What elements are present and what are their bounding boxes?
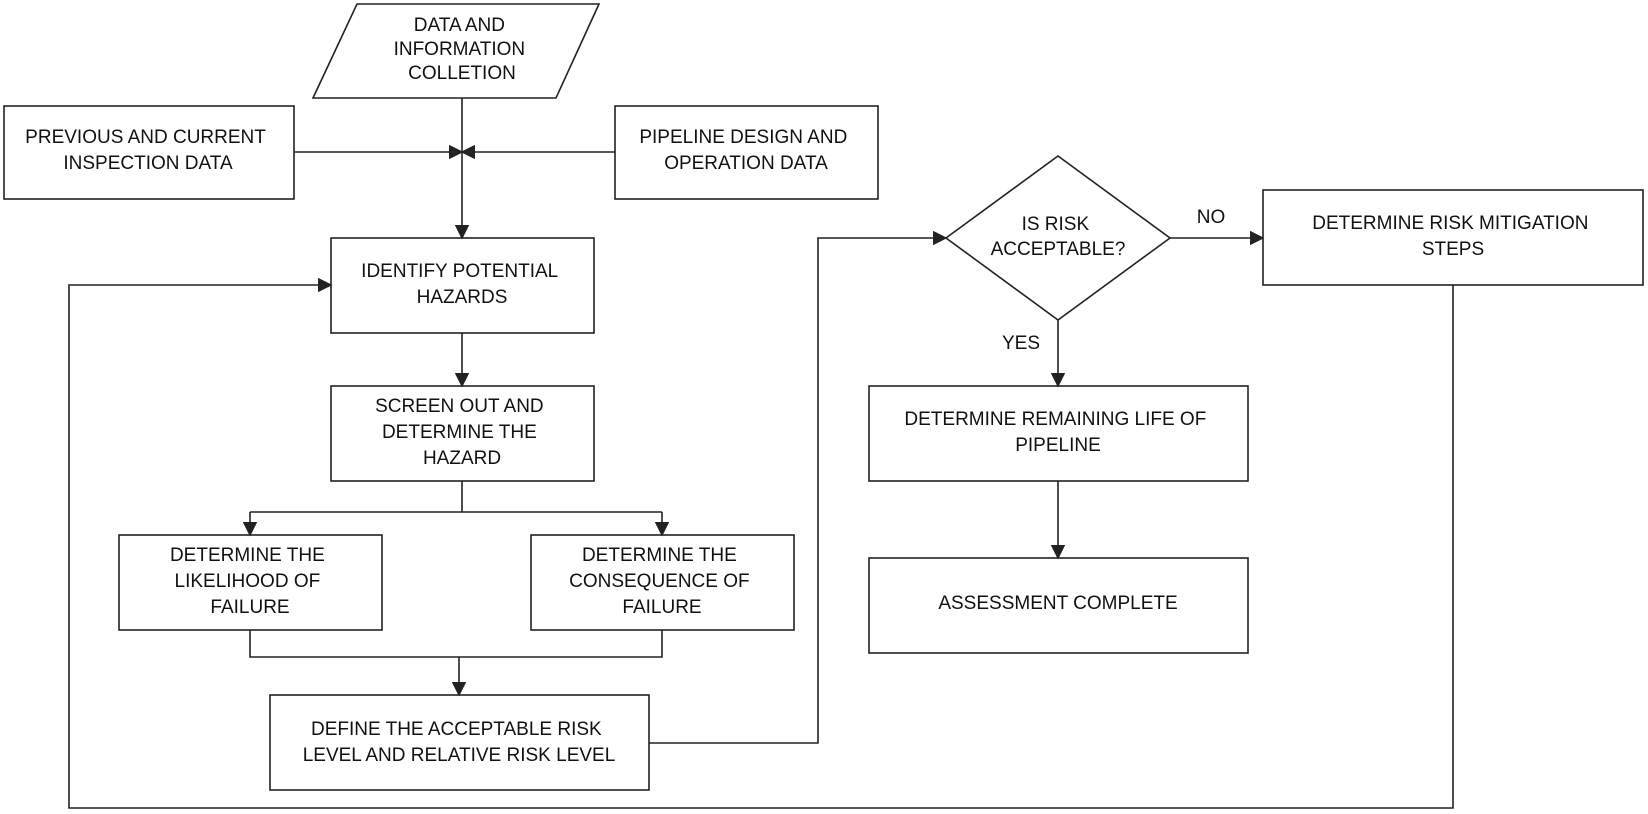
identify-hazards-node: IDENTIFY POTENTIAL HAZARDS xyxy=(330,237,595,334)
edge-label-yes: YES xyxy=(1002,333,1040,354)
edge-label-no: NO xyxy=(1197,207,1226,228)
data-collection-text: DATA AND INFORMATION COLLETION xyxy=(394,15,531,84)
inspection-data-text: PREVIOUS AND CURRENT INSPECTION DATA xyxy=(25,127,271,174)
screen-out-node: SCREEN OUT AND DETERMINE THE HAZARD xyxy=(330,385,595,482)
screen-out-text: SCREEN OUT AND DETERMINE THE HAZARD xyxy=(375,396,549,469)
data-collection-node: DATA AND INFORMATION COLLETION xyxy=(311,3,601,99)
design-data-node: PIPELINE DESIGN AND OPERATION DATA xyxy=(614,105,879,200)
decision-text: IS RISK ACCEPTABLE? xyxy=(991,214,1126,260)
define-risk-node: DEFINE THE ACCEPTABLE RISK LEVEL AND REL… xyxy=(269,694,650,791)
consequence-node: DETERMINE THE CONSEQUENCE OF FAILURE xyxy=(530,534,795,631)
remaining-life-text: DETERMINE REMAINING LIFE OF PIPELINE xyxy=(904,409,1211,456)
mitigation-node: DETERMINE RISK MITIGATION STEPS xyxy=(1262,189,1644,286)
likelihood-text: DETERMINE THE LIKELIHOOD OF FAILURE xyxy=(170,545,330,618)
edge-define-to-decision xyxy=(649,230,948,744)
edge-mitigation-loop xyxy=(68,277,1454,809)
remaining-life-node: DETERMINE REMAINING LIFE OF PIPELINE xyxy=(868,385,1249,482)
complete-text: ASSESSMENT COMPLETE xyxy=(938,593,1177,614)
decision-node: IS RISK ACCEPTABLE? xyxy=(944,155,1172,321)
complete-node: ASSESSMENT COMPLETE xyxy=(868,557,1249,654)
define-risk-text: DEFINE THE ACCEPTABLE RISK LEVEL AND REL… xyxy=(303,719,616,766)
edge-join-bar xyxy=(249,630,663,658)
mitigation-text: DETERMINE RISK MITIGATION STEPS xyxy=(1312,213,1594,260)
identify-hazards-text: IDENTIFY POTENTIAL HAZARDS xyxy=(361,261,563,308)
inspection-data-node: PREVIOUS AND CURRENT INSPECTION DATA xyxy=(3,105,295,200)
consequence-text: DETERMINE THE CONSEQUENCE OF FAILURE xyxy=(569,545,755,618)
likelihood-node: DETERMINE THE LIKELIHOOD OF FAILURE xyxy=(118,534,383,631)
design-data-text: PIPELINE DESIGN AND OPERATION DATA xyxy=(639,127,852,174)
